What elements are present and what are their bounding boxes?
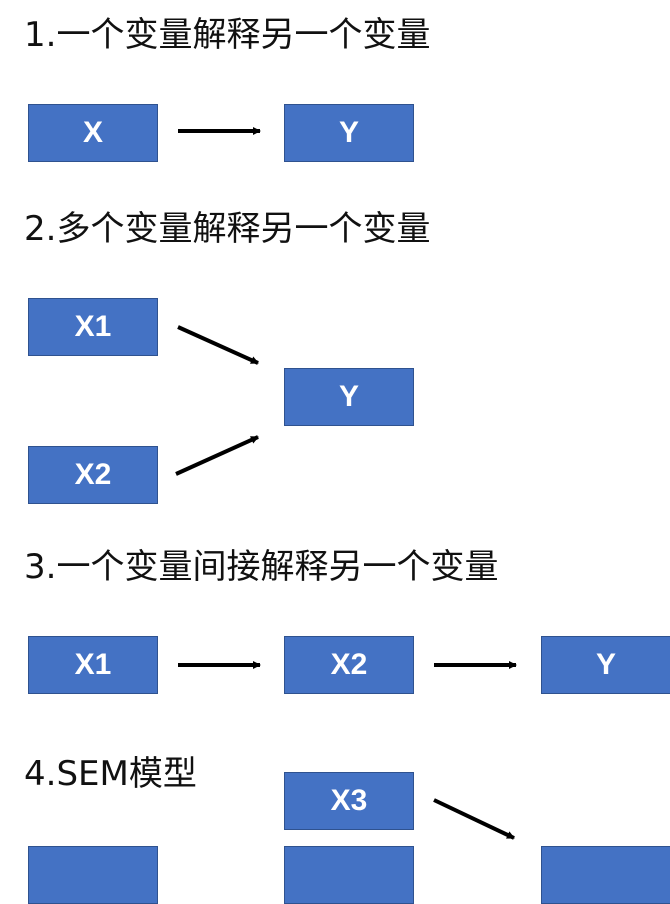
node-y: Y <box>284 368 414 426</box>
section-3-title: 3.一个变量间接解释另一个变量 <box>24 547 499 587</box>
node-x1: X1 <box>28 298 158 356</box>
node-x3: X3 <box>284 772 414 830</box>
arrow-x1-to-y <box>177 325 259 365</box>
arrow-x3-to-right <box>433 798 515 840</box>
node-x2: X2 <box>28 446 158 504</box>
section-1-title: 1.一个变量解释另一个变量 <box>24 15 431 55</box>
arrows-layer <box>175 127 517 840</box>
node-x1: X1 <box>28 636 158 694</box>
node-x2: X2 <box>284 636 414 694</box>
node-x: X <box>28 104 158 162</box>
node-y: Y <box>541 636 670 694</box>
section-4-title: 4.SEM模型 <box>24 754 197 794</box>
node-y: Y <box>284 104 414 162</box>
arrow-x2-to-y <box>175 435 259 476</box>
section-2-title: 2.多个变量解释另一个变量 <box>24 209 431 249</box>
